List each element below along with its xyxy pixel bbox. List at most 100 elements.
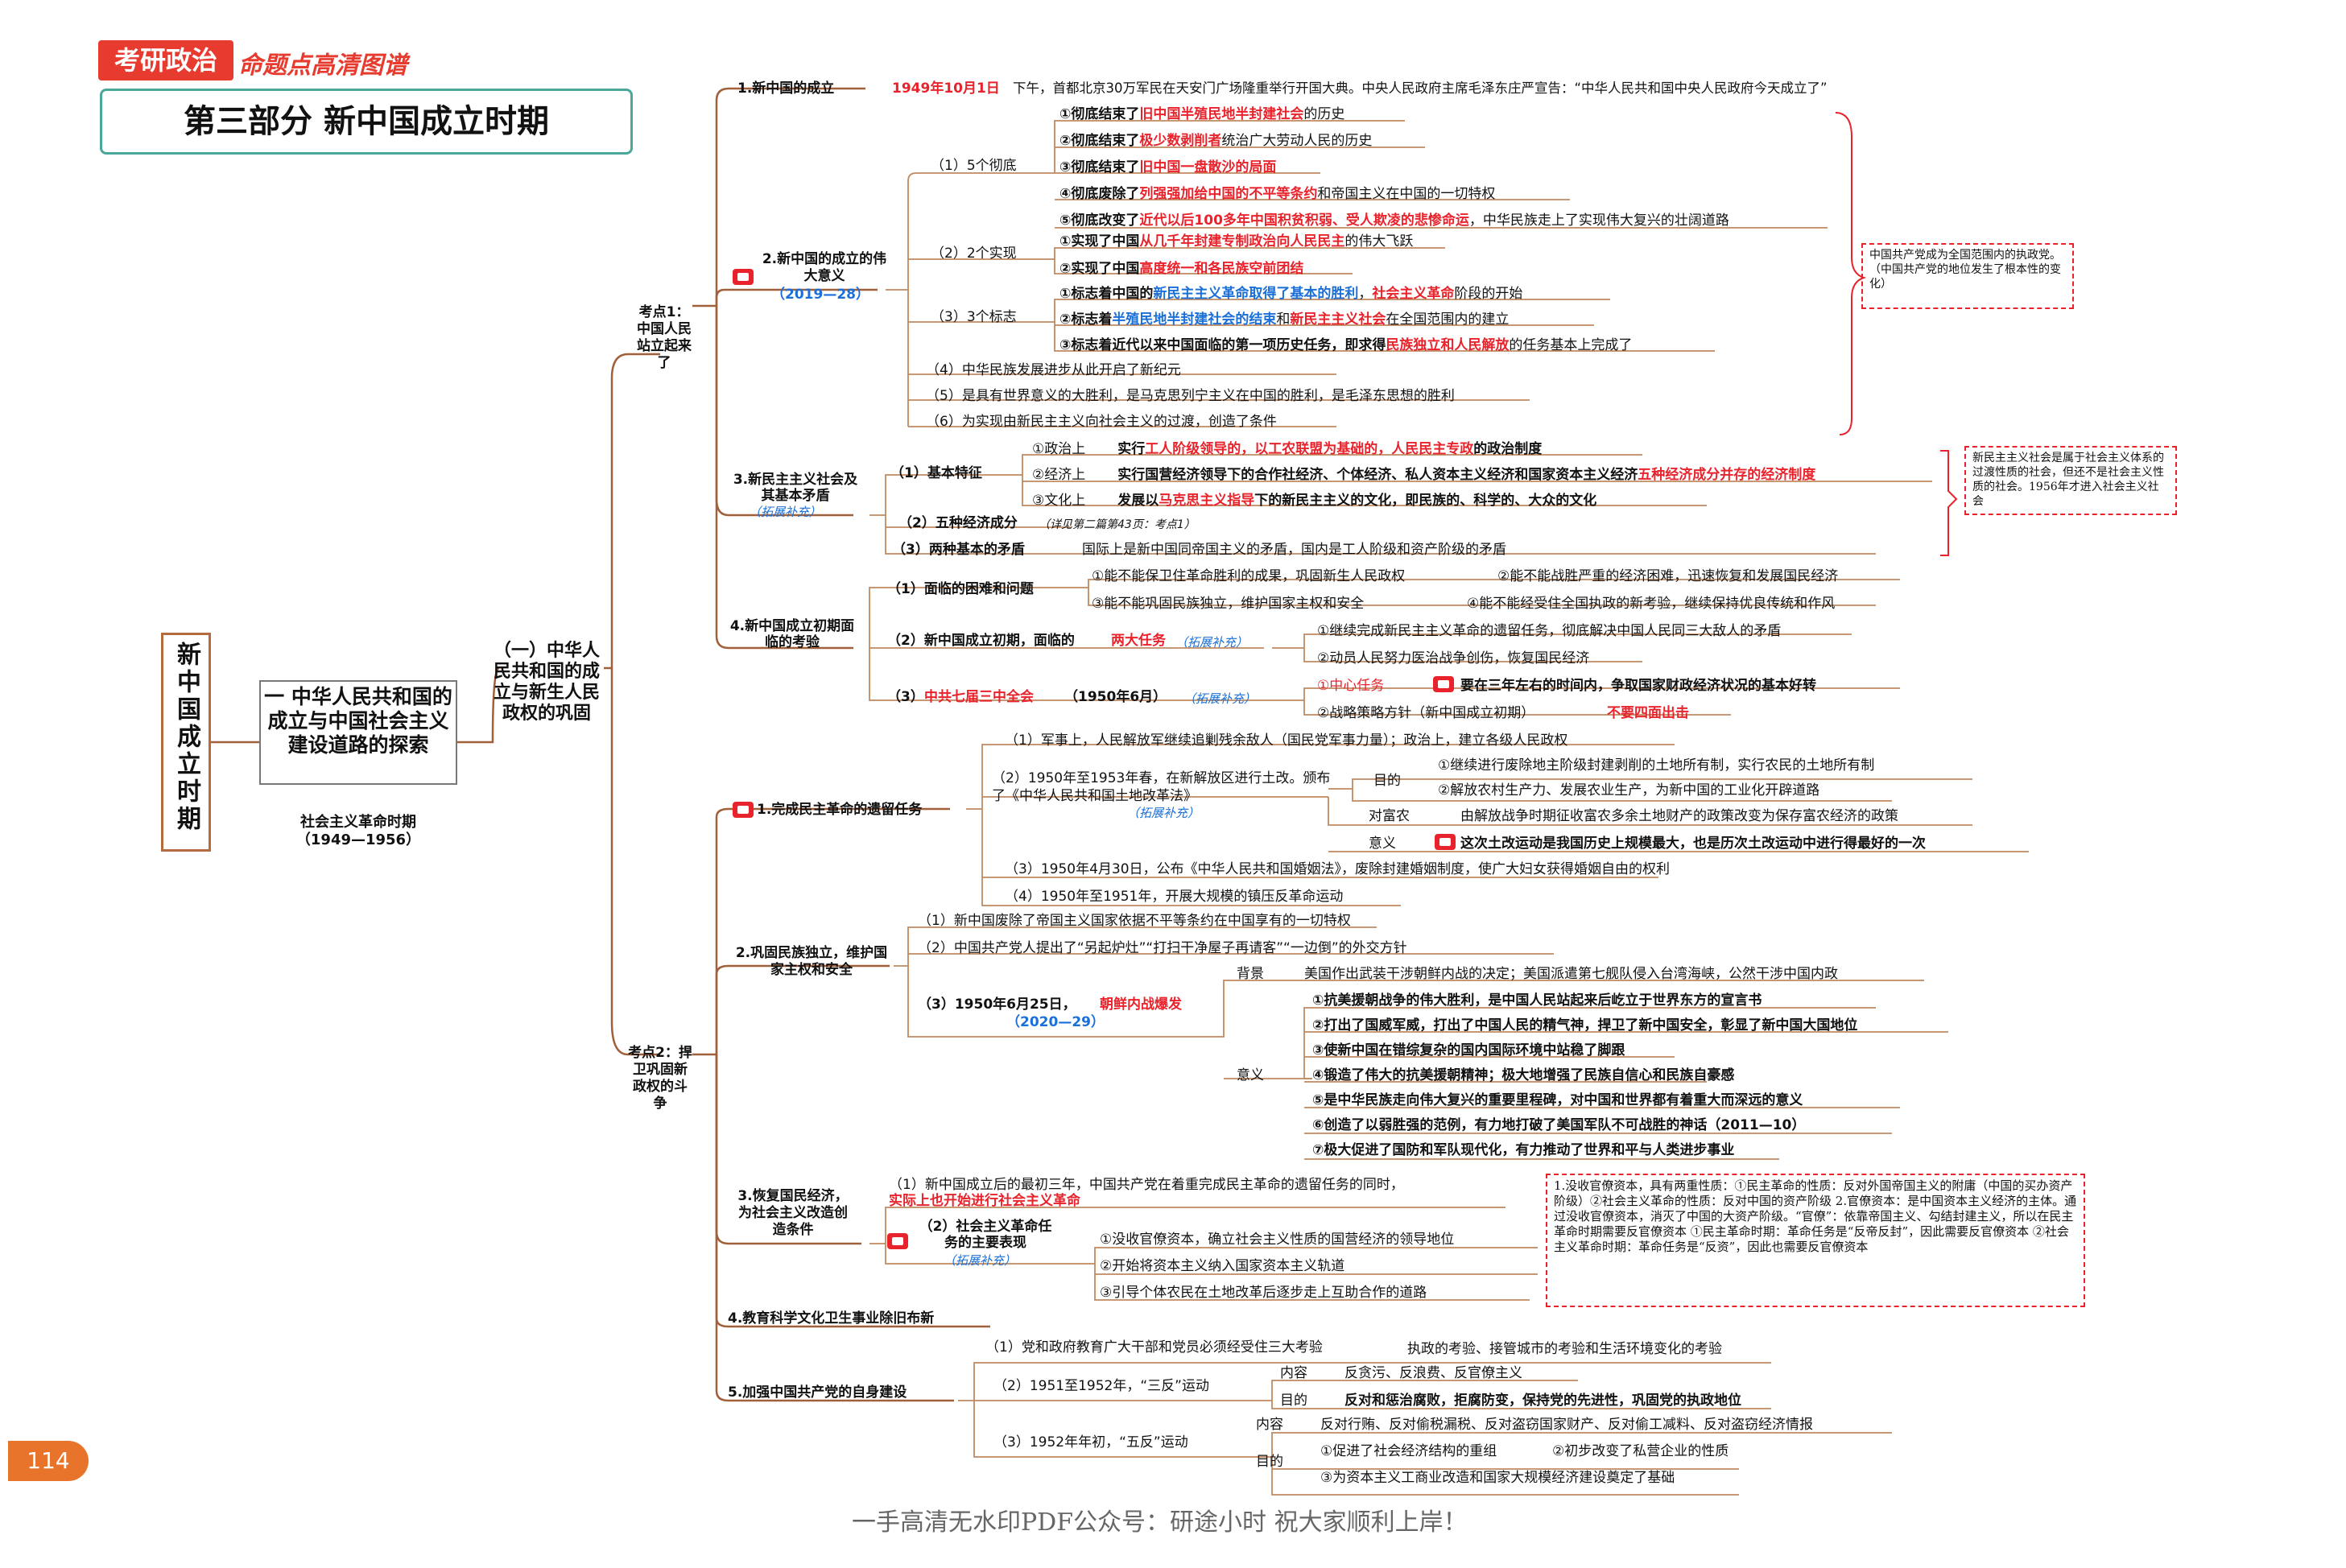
s2-five-item: ③彻底结束了旧中国一盘散沙的局面 xyxy=(1059,159,1276,175)
item-highlight: 高度统一和各民族空前团结 xyxy=(1139,261,1304,277)
item-tail: ，中华民族走上了实现伟大复兴的壮阔道路 xyxy=(1468,213,1729,229)
s2-two-label: （2）2个实现 xyxy=(931,246,1017,262)
t1-four: （4）1950年至1951年，开展大规模的镇压反革命运动 xyxy=(1005,889,1344,905)
t1-goal-2: ②解放农村生产力、发展农业生产，为新中国的工业化开辟道路 xyxy=(1438,782,1820,798)
item-highlight: 旧中国半殖民地半封建社会 xyxy=(1139,106,1304,122)
hot-flag-icon xyxy=(1433,676,1454,692)
s3-three: （3）两种基本的矛盾 xyxy=(892,542,1025,558)
t3-item-2: ②开始将资本主义纳入国家资本主义轨道 xyxy=(1100,1258,1345,1274)
t5-three-md-2: ②初步改变了私营企业的性质 xyxy=(1552,1443,1729,1459)
item-tail: 的政治制度 xyxy=(1473,441,1543,457)
s2-five-item: ④彻底废除了列强强加给中国的不平等条约和帝国主义在中国的一切特权 xyxy=(1059,186,1495,202)
s3-label: 3.新民主主义社会及其基本矛盾 xyxy=(733,472,858,504)
s4-three-red: 中共七届三中全会 xyxy=(924,689,1034,705)
item-lead: 发展以 xyxy=(1117,493,1159,509)
hot-flag-icon xyxy=(733,269,754,285)
s2-five-item: ①彻底结束了旧中国半殖民地半封建社会的历史 xyxy=(1059,106,1344,122)
s2-five-item: ⑤彻底改变了近代以后100多年中国积贫积弱、受人欺凌的悲惨命运，中华民族走上了实… xyxy=(1059,213,1729,229)
t2-yiyi-k: 意义 xyxy=(1237,1067,1264,1083)
t1-mean: 这次土改运动是我国历史上规模最大，也是历次土改运动中进行得最好的一次 xyxy=(1460,836,1926,852)
s2-two-item: ②实现了中国高度统一和各民族空前团结 xyxy=(1059,261,1303,277)
t1-two: （2）1950年至1953年春，在新解放区进行土改。颁布了《中华人民共和国土地改… xyxy=(992,770,1331,804)
t5-three-md-3: ③为资本主义工商业改造和国家大规模经济建设奠定了基础 xyxy=(1320,1470,1675,1486)
s4-center-task: ①中心任务 xyxy=(1317,678,1385,694)
item-text: ⑦极大促进了国防和军队现代化，有力推动了世界和平与人类进步事业 xyxy=(1312,1142,1735,1158)
t3-two-tag: （拓展补充） xyxy=(944,1253,1017,1268)
t2-three-year: （2020—29） xyxy=(1006,1014,1105,1030)
s2-label: 2.新中国的成立的伟大意义 xyxy=(762,251,887,284)
s4-strategy: ②战略策略方针（新中国成立初期） xyxy=(1317,705,1535,721)
s4-three-label: （3） xyxy=(887,689,924,705)
t3-note: 1.没收官僚资本，具有两重性质：①民主革命的性质：反对外国帝国主义的附庸（中国的… xyxy=(1546,1174,2085,1307)
t1-goal-1: ①继续进行废除地主阶级封建剥削的土地所有制，实行农民的土地所有制 xyxy=(1438,757,1875,774)
footer-text: 一手高清无水印PDF公众号：研途小时 祝大家顺利上岸！ xyxy=(852,1508,1468,1537)
t3-label: 3.恢复国民经济，为社会主义改造创造条件 xyxy=(737,1188,849,1238)
part-title: 第三部分 新中国成立时期 xyxy=(100,89,633,155)
t1-three: （3）1950年4月30日，公布《中华人民共和国婚姻法》，废除封建婚姻制度，使广… xyxy=(1005,861,1671,877)
root-label: 新中国成立时期 xyxy=(172,642,200,833)
s4-one-3: ③能不能巩固民族独立，维护国家主权和安全 xyxy=(1092,596,1365,612)
t2-label: 2.巩固民族独立，维护国家主权和安全 xyxy=(735,945,888,978)
s4-one-label: （1）面临的困难和问题 xyxy=(887,581,1034,597)
s2-three-item: ③标志着近代以来中国面临的第一项历史任务，即求得民族独立和人民解放的任务基本上完… xyxy=(1059,337,1632,353)
t2-yiyi-item: ⑤是中华民族走向伟大复兴的重要里程碑，对中国和世界都有着重大而深远的意义 xyxy=(1312,1092,1803,1108)
s4-three-tag: （拓展补充） xyxy=(1183,691,1257,706)
item-highlight: 从几千年封建专制政治向人民民主 xyxy=(1139,233,1345,250)
item-highlight: 社会主义革命 xyxy=(1372,286,1455,302)
s3-item: ②经济上实行国营经济领导下的合作社经济、个体经济、私人资本主义经济和国家资本主义… xyxy=(1032,467,1815,483)
s1-date: 1949年10月1日 xyxy=(892,80,1000,97)
item-lead: ①实现了中国 xyxy=(1059,233,1140,250)
item-key: ②经济上 xyxy=(1032,467,1086,483)
t3-item-1: ①没收官僚资本，确立社会主义性质的国营经济的领导地位 xyxy=(1100,1232,1455,1248)
item-highlight: 新民主主义社会 xyxy=(1290,312,1386,328)
t5-three-nr: 反对行贿、反对偷税漏税、反对盗窃国家财产、反对偷工减料、反对盗窃经济情报 xyxy=(1320,1417,1813,1433)
header-subtitle: 命题点高清图谱 xyxy=(238,52,407,80)
item-highlight-blue: 半殖民地半封建社会的结束 xyxy=(1112,312,1277,328)
item-lead: ③标志着近代以来中国面临的第一项历史任务，即求得 xyxy=(1059,337,1386,353)
s2-five-b: （5）是具有世界意义的大胜利，是马克思列宁主义在中国的胜利，是毛泽东思想的胜利 xyxy=(926,388,1455,404)
s2-four: （4）中华民族发展进步从此开启了新纪元 xyxy=(926,362,1181,378)
t5-two-nr: 反贪污、反浪费、反官僚主义 xyxy=(1344,1365,1522,1381)
item-lead: ⑤彻底改变了 xyxy=(1059,213,1140,229)
s4-one-1: ①能不能保卫住革命胜利的成果，巩固新生人民政权 xyxy=(1092,568,1406,584)
header-badge: 考研政治 xyxy=(98,40,233,80)
item-highlight: 极少数剥削者 xyxy=(1139,133,1222,149)
s4-strategy-red: 不要四面出击 xyxy=(1607,705,1689,721)
item-lead: ②实现了中国 xyxy=(1059,261,1140,277)
item-highlight-blue: 新民主主义革命取得了基本的胜利 xyxy=(1153,286,1359,302)
t2-two: （2）中国共产党人提出了“另起炉灶”“打扫干净屋子再请客”“一边倒”的外交方针 xyxy=(918,940,1407,956)
t5-three-nr-k: 内容 xyxy=(1256,1417,1283,1433)
t1-two-tag: （拓展补充） xyxy=(1127,806,1200,820)
s4-two-tag: （拓展补充） xyxy=(1175,635,1249,650)
period-years: （1949—1956） xyxy=(295,831,421,848)
s3-tag: （拓展补充） xyxy=(749,505,822,519)
t5-three: （3）1952年年初，“五反”运动 xyxy=(993,1434,1188,1450)
hot-flag-icon xyxy=(733,802,754,818)
item-text: ③使新中国在错综复杂的国内国际环境中站稳了脚跟 xyxy=(1312,1042,1625,1058)
s1-text: 下午，首都北京30万军民在天安门广场隆重举行开国大典。中央人民政府主席毛泽东庄严… xyxy=(1013,80,1828,96)
s3-item: ①政治上实行工人阶级领导的，以工农联盟为基础的，人民民主专政的政治制度 xyxy=(1032,441,1542,457)
s2-five-item: ②彻底结束了极少数剥削者统治广大劳动人民的历史 xyxy=(1059,133,1372,149)
t1-label: 1.完成民主革命的遗留任务 xyxy=(757,802,923,818)
item-lead: ①彻底结束了 xyxy=(1059,106,1140,122)
s3-note: 新民主主义社会是属于社会主义体系的过渡性质的社会，但还不是社会主义性质的社会。1… xyxy=(1964,446,2177,515)
t5-three-md-k: 目的 xyxy=(1256,1454,1283,1470)
t1-rich-k: 对富农 xyxy=(1369,808,1410,824)
s2-two-item: ①实现了中国从几千年封建专制政治向人民民主的伟大飞跃 xyxy=(1059,233,1413,250)
s2-five-label: （1）5个彻底 xyxy=(931,158,1017,174)
t2-three: （3）1950年6月25日， xyxy=(918,997,1076,1013)
t5-one-b: 执政的考验、接管城市的考验和生活环境变化的考验 xyxy=(1407,1341,1722,1357)
s4-two-item-2: ②动员人民努力医治战争创伤，恢复国民经济 xyxy=(1317,650,1590,666)
t3-item-3: ③引导个体农民在土地改革后逐步走上互助合作的道路 xyxy=(1100,1285,1427,1301)
item-lead: ②彻底结束了 xyxy=(1059,133,1140,149)
item-highlight: 列强强加给中国的不平等条约 xyxy=(1139,186,1318,202)
t2-bg-k: 背景 xyxy=(1237,966,1264,982)
item-lead: ③彻底结束了 xyxy=(1059,159,1140,175)
t3-one-b: 实际上也开始进行社会主义革命 xyxy=(889,1193,1080,1209)
t3-two: （2）社会主义革命任务的主要表现 xyxy=(919,1219,1052,1251)
item-tail: 统治广大劳动人民的历史 xyxy=(1221,133,1373,149)
s4-one-4: ④能不能经受住全国执政的新考验，继续保持优良传统和作风 xyxy=(1467,596,1836,612)
t2-yiyi-item: ②打出了国威军威，打出了中国人民的精气神，捍卫了新中国安全，彰显了新中国大国地位 xyxy=(1312,1017,1857,1034)
t4-label: 4.教育科学文化卫生事业除旧布新 xyxy=(728,1310,935,1327)
